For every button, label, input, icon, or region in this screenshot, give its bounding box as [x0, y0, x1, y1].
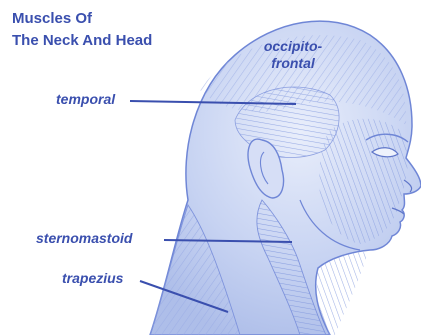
throat-muscles: [317, 252, 368, 335]
diagram-title: Muscles Of The Neck And Head: [12, 8, 212, 52]
title-line-2: The Neck And Head: [12, 30, 212, 52]
label-sternomastoid: sternomastoid: [36, 230, 132, 247]
label-occipitofrontal-line-1: occipito-: [248, 38, 338, 55]
label-occipitofrontal-line-2: frontal: [248, 55, 338, 72]
label-occipitofrontal: occipito- frontal: [248, 38, 338, 72]
label-trapezius: trapezius: [62, 270, 123, 287]
label-temporal: temporal: [56, 91, 115, 108]
title-line-1: Muscles Of: [12, 8, 212, 30]
